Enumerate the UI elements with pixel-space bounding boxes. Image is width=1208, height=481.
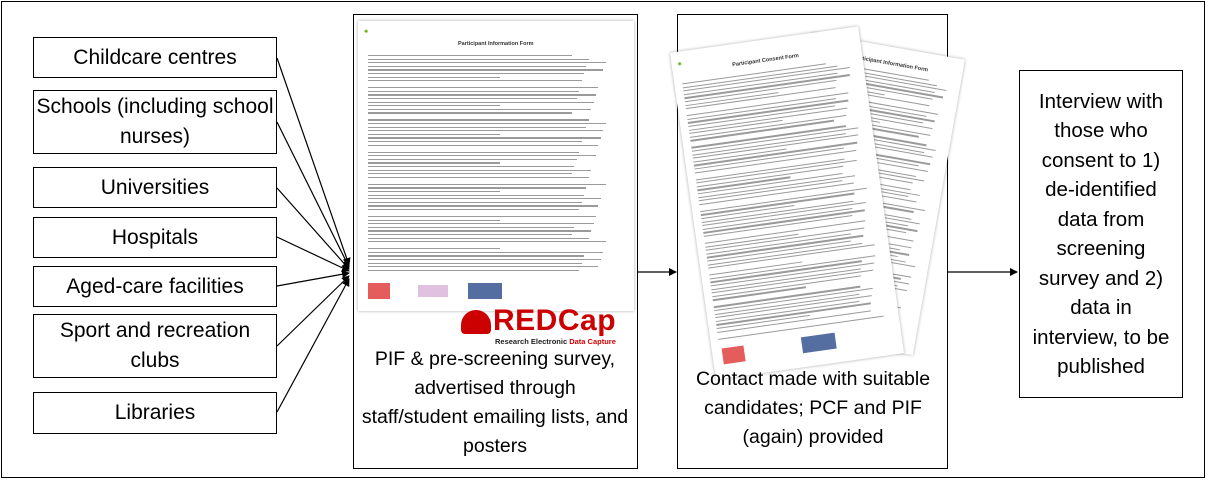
- doc-text-line: [368, 151, 580, 153]
- doc-text-line: [368, 123, 606, 125]
- doc-text-line: [368, 69, 604, 71]
- doc-text-line: [368, 176, 589, 179]
- doc-text-line: [368, 259, 601, 261]
- redcap-hat-icon: [461, 310, 491, 334]
- pif-document-image: ✺ Participant Information Form: [358, 21, 634, 311]
- kids-logo-icon: [721, 345, 746, 365]
- doc-text-line: [368, 169, 592, 171]
- doc-text-line: [368, 87, 599, 89]
- doc-text-line: [368, 133, 500, 136]
- source-schools: Schools (including school nurses): [33, 90, 277, 154]
- doc-text-line: [368, 266, 599, 268]
- doc-text-line: [368, 162, 500, 164]
- doc-text-line: [368, 219, 500, 221]
- arrow-libraries: [276, 278, 350, 413]
- doc-text-line: [368, 205, 599, 207]
- doc-text-line: [368, 98, 577, 100]
- arrow-hospitals: [276, 236, 350, 272]
- doc-text-line: [368, 230, 592, 232]
- arrow-sport: [276, 275, 350, 347]
- doc-text-line: [368, 58, 589, 60]
- doc-text-line: [368, 255, 584, 257]
- doc-text-line: [368, 269, 580, 272]
- doc-text-line: [368, 90, 580, 93]
- doc-text-line: [368, 209, 580, 211]
- doc-text-line: [368, 223, 594, 225]
- source-universities: Universities: [33, 167, 277, 208]
- university-logo-icon: [800, 332, 837, 354]
- redcap-logo: REDCap Research Electronic Data Capture: [459, 304, 624, 346]
- doc-text-line: [368, 173, 572, 175]
- doc-text-line: [368, 216, 596, 218]
- covid-logo-icon: ✺: [677, 61, 683, 68]
- doc-text-line: [368, 101, 594, 103]
- doc-text-line: [368, 76, 500, 78]
- redcap-subtitle-rest: Data Capture: [569, 337, 616, 346]
- doc-text-line: [368, 119, 589, 121]
- redcap-subtitle: Research Electronic Data Capture: [495, 337, 616, 346]
- doc-text-line: [368, 126, 587, 128]
- step1-caption: PIF & pre-screening survey, advertised t…: [361, 348, 629, 457]
- source-label: Universities: [100, 175, 210, 199]
- doc-text-line: [368, 130, 604, 132]
- kids-logo-icon: [368, 283, 390, 299]
- pif-doc-title: Participant Information Form: [458, 41, 534, 47]
- doc-text-line: [368, 62, 606, 64]
- doc-text-line: [368, 241, 606, 243]
- doc-text-line: [368, 141, 582, 143]
- redcap-wordmark: REDCap: [493, 304, 617, 337]
- source-label: Aged-care facilities: [66, 274, 244, 298]
- source-label: Schools (including school nurses): [36, 95, 274, 148]
- doc-text-line: [368, 237, 589, 239]
- arrow-universities: [276, 187, 350, 270]
- source-label: Sport and recreation clubs: [59, 319, 251, 372]
- doc-text-line: [368, 73, 584, 75]
- doc-text-line: [368, 108, 592, 111]
- doc-text-line: [368, 65, 587, 68]
- source-childcare-centres: Childcare centres: [33, 37, 277, 78]
- doc-text-line: [368, 158, 577, 161]
- arrow-aged-care: [276, 270, 350, 287]
- step2-caption: Contact made with suitable candidates; P…: [695, 368, 931, 448]
- doc-text-line: [368, 201, 582, 204]
- doc-text-line: [368, 198, 601, 200]
- doc-text-line: [368, 144, 599, 146]
- doc-text-line: [368, 251, 604, 254]
- step3-text: Interview with those who consent to 1) d…: [1032, 89, 1170, 379]
- university-logo-icon: [468, 283, 502, 299]
- doc-text-line: [368, 137, 601, 139]
- doc-text-line: [368, 155, 596, 157]
- source-aged-care: Aged-care facilities: [33, 266, 277, 307]
- doc-text-line: [368, 55, 572, 57]
- doc-text-line: [696, 160, 857, 184]
- doc-text-line: [368, 80, 582, 82]
- source-label: Childcare centres: [73, 45, 237, 69]
- doc-text-line: [368, 262, 582, 264]
- redcap-subtitle-prefix: Research Electronic: [495, 337, 570, 346]
- doc-text-line: [368, 187, 587, 189]
- arrow-childcare: [276, 57, 351, 266]
- covid-logo-icon: ✺: [364, 29, 369, 35]
- doc-text-line: [368, 194, 584, 196]
- source-libraries: Libraries: [33, 392, 277, 434]
- arrow-schools: [276, 121, 350, 268]
- step3-box: Interview with those who consent to 1) d…: [1019, 70, 1183, 398]
- doc-text-line: [368, 191, 500, 193]
- doc-text-line: [368, 166, 575, 168]
- source-label: Libraries: [114, 401, 196, 424]
- doc-text-line: [368, 112, 572, 114]
- doc-text-line: [368, 248, 500, 250]
- source-sport-recreation: Sport and recreation clubs: [33, 314, 277, 378]
- source-label: Hospitals: [111, 225, 199, 249]
- pcf-doc-title: Participant Consent Form: [731, 52, 800, 69]
- doc-text-line: [368, 226, 575, 229]
- doc-text-line: [368, 183, 606, 186]
- institute-logo-icon: [418, 285, 448, 297]
- doc-text-line: [368, 94, 596, 96]
- doc-text-line: [368, 105, 500, 107]
- doc-text-line: [368, 234, 572, 236]
- source-hospitals: Hospitals: [33, 217, 277, 258]
